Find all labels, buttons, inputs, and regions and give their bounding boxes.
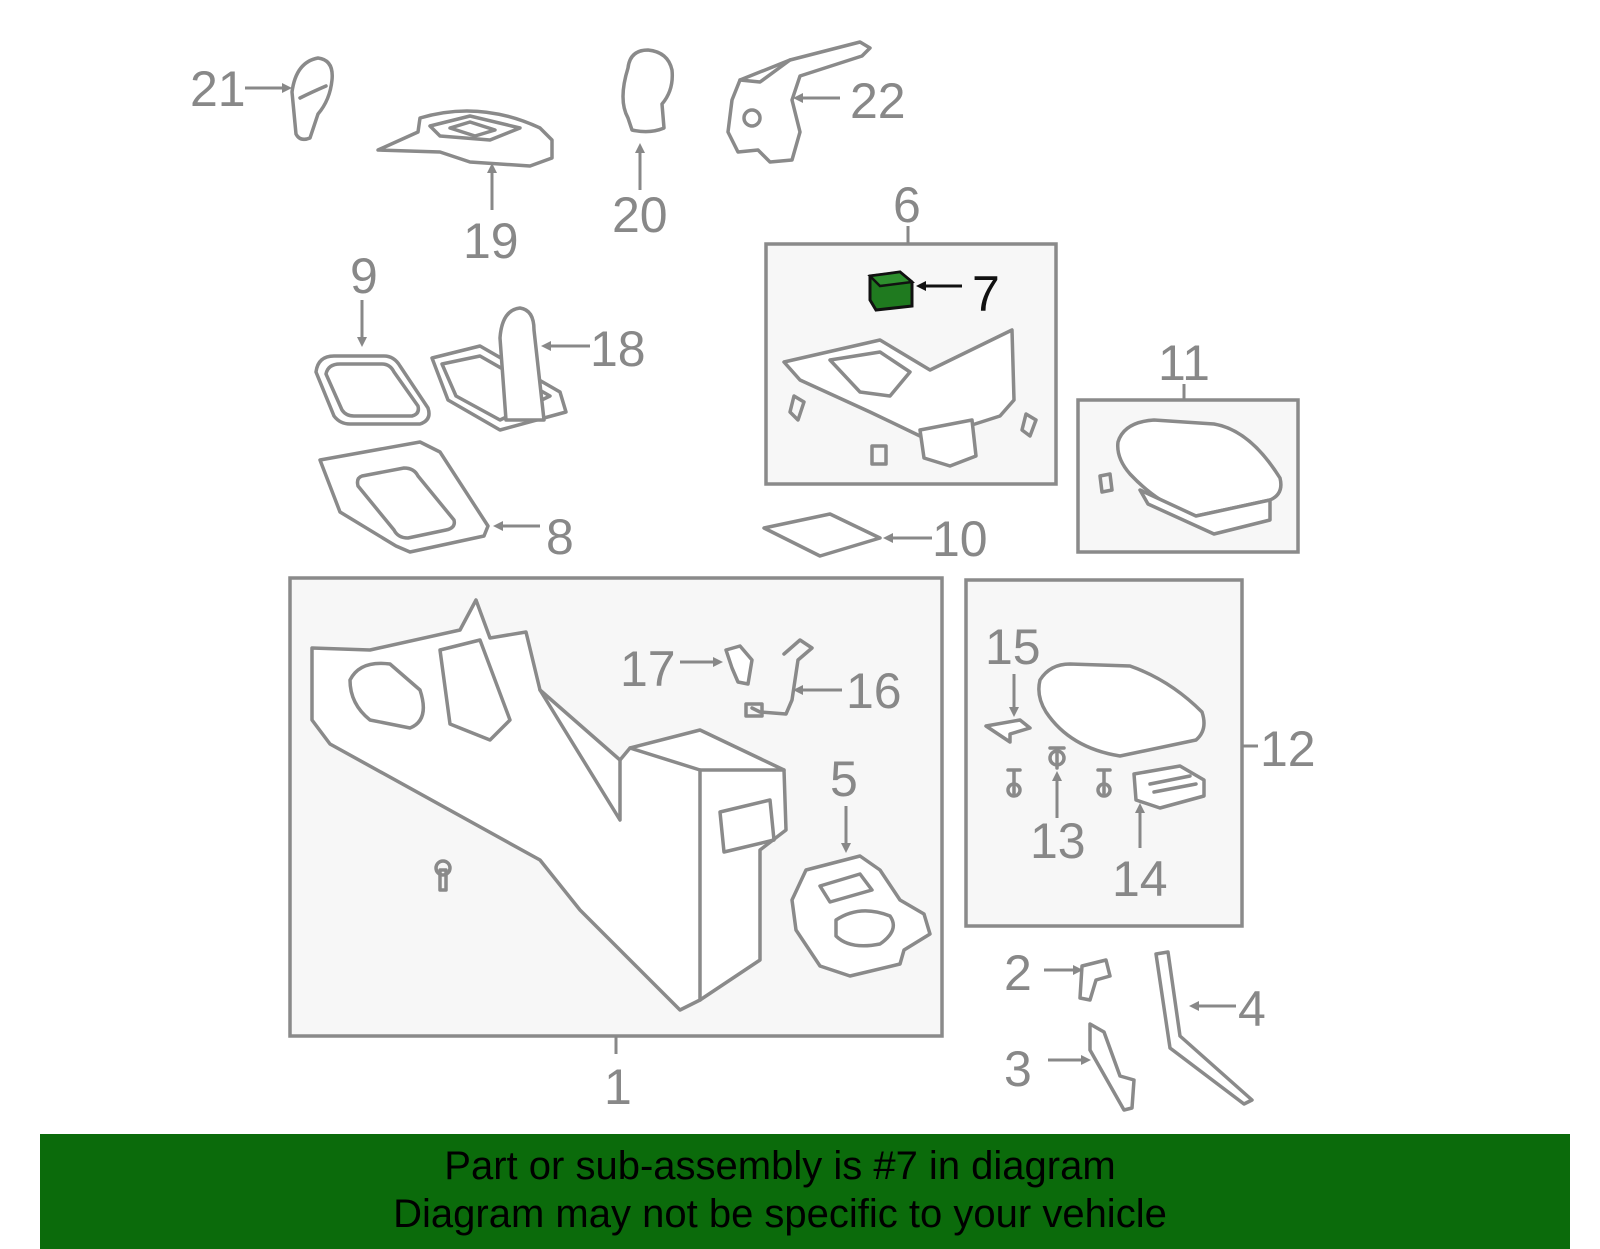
arrowhead-20	[635, 143, 645, 153]
callout-13[interactable]: 13	[1030, 813, 1086, 869]
callout-2[interactable]: 2	[1004, 945, 1032, 1001]
callout-7[interactable]: 7	[972, 266, 1000, 322]
arrowhead-19	[487, 163, 497, 173]
part-2-clip[interactable]	[1078, 958, 1112, 1002]
callout-16[interactable]: 16	[846, 663, 902, 719]
callout-9[interactable]: 9	[350, 248, 378, 304]
arrowhead-7	[916, 281, 926, 291]
arrowhead-21	[282, 83, 292, 93]
part-5-cup-holder[interactable]	[790, 854, 932, 978]
arrowhead-14	[1135, 803, 1145, 813]
part-12-armrest-pad[interactable]	[1037, 662, 1206, 758]
part-20-knob[interactable]	[621, 48, 675, 134]
callout-10[interactable]: 10	[932, 511, 988, 567]
part-3-side-trim[interactable]	[1088, 1022, 1136, 1112]
arrowhead-4	[1189, 1001, 1199, 1011]
part-21-shift-knob[interactable]	[290, 56, 334, 142]
part-17-clip[interactable]	[724, 644, 754, 686]
part-18-shift-boot[interactable]	[430, 306, 568, 432]
callout-8[interactable]: 8	[546, 509, 574, 565]
callout-3[interactable]: 3	[1004, 1041, 1032, 1097]
part-6-console-tray[interactable]	[782, 328, 1038, 468]
part-1-center-console[interactable]	[310, 598, 788, 1012]
part-9-bezel-ring[interactable]	[314, 354, 431, 426]
callout-19[interactable]: 19	[463, 213, 519, 269]
callout-22[interactable]: 22	[850, 73, 906, 129]
callout-17[interactable]: 17	[620, 641, 676, 697]
callout-21[interactable]: 21	[190, 61, 246, 117]
part-4-trim-strip[interactable]	[1154, 950, 1254, 1106]
callout-1[interactable]: 1	[604, 1059, 632, 1115]
callout-4[interactable]: 4	[1238, 981, 1266, 1037]
part-10-pad[interactable]	[762, 512, 882, 558]
callout-11[interactable]: 11	[1158, 335, 1210, 391]
part-14-hinge[interactable]	[1132, 764, 1206, 810]
part-7-highlighted[interactable]	[867, 270, 916, 312]
part-11-armrest-lid[interactable]	[1098, 418, 1283, 536]
part-13-screws[interactable]	[1006, 746, 1112, 798]
arrowhead-3	[1081, 1055, 1091, 1065]
part-22-lever-bracket[interactable]	[726, 40, 872, 164]
banner-line-1: Part or sub-assembly is #7 in diagram	[444, 1144, 1116, 1188]
callout-20[interactable]: 20	[612, 187, 668, 243]
banner-line-2: Diagram may not be specific to your vehi…	[393, 1192, 1167, 1236]
arrowhead-15	[1009, 707, 1019, 717]
arrowhead-8	[493, 521, 503, 531]
callout-5[interactable]: 5	[830, 751, 858, 807]
arrowhead-18	[541, 341, 551, 351]
arrowhead-5	[841, 843, 851, 853]
part-16-wire-harness[interactable]	[744, 638, 814, 718]
callout-18[interactable]: 18	[590, 321, 646, 377]
callout-6[interactable]: 6	[893, 177, 921, 233]
callout-12[interactable]: 12	[1260, 721, 1316, 777]
arrowhead-10	[883, 533, 893, 543]
callout-15[interactable]: 15	[985, 619, 1041, 675]
arrowhead-2	[1073, 965, 1083, 975]
arrowhead-17	[713, 657, 723, 667]
arrowhead-13	[1052, 771, 1062, 781]
arrowhead-9	[357, 337, 367, 347]
part-8-console-panel[interactable]	[318, 440, 490, 554]
part-15-bracket[interactable]	[984, 718, 1032, 744]
arrowhead-16	[793, 685, 803, 695]
callout-14[interactable]: 14	[1112, 851, 1168, 907]
part-19-shift-plate[interactable]	[376, 109, 554, 168]
info-banner: Part or sub-assembly is #7 in diagram Di…	[40, 1134, 1570, 1249]
arrowhead-22	[793, 93, 803, 103]
